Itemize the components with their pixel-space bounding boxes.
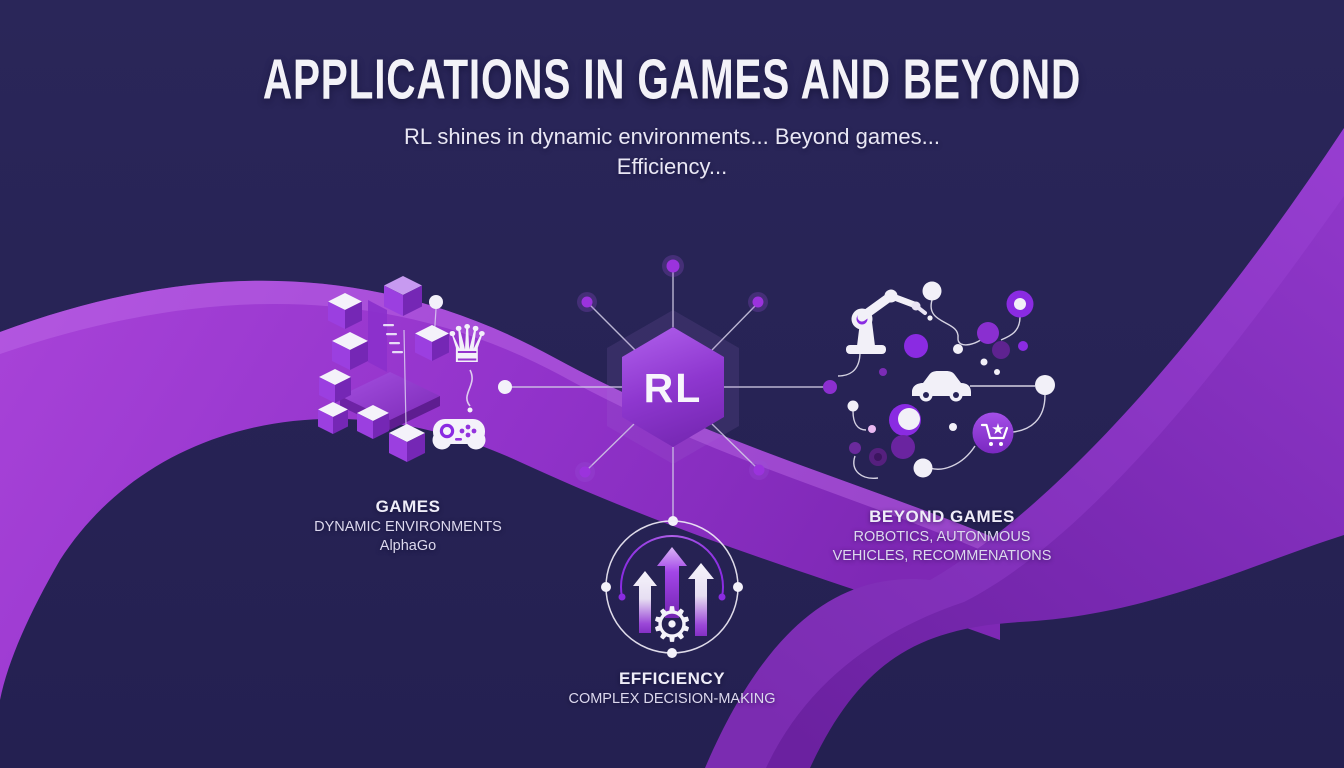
beyond-games-line-2: VEHICLES, RECOMMENATIONS	[832, 548, 1052, 564]
robot-arm-icon	[846, 289, 933, 354]
efficiency-line-1: COMPLEX DECISION-MAKING	[568, 691, 776, 707]
games-line-1: DYNAMIC ENVIRONMENTS	[314, 519, 502, 535]
arc-dot-left	[618, 593, 626, 601]
beyond-games-illustration: ★	[837, 281, 1055, 479]
network-bubbles	[847, 281, 1055, 478]
games-label: GAMES DYNAMIC ENVIRONMENTS AlphaGo	[258, 496, 558, 556]
subtitle-line-2: Efficiency...	[616, 154, 728, 179]
beyond-games-label: BEYOND GAMES ROBOTICS, AUTONMOUS VEHICLE…	[792, 506, 1092, 566]
efficiency-title: EFFICIENCY	[618, 669, 726, 688]
efficiency-label: EFFICIENCY COMPLEX DECISION-MAKING	[522, 668, 822, 709]
subtitle-line-1: RL shines in dynamic environments... Bey…	[403, 124, 940, 149]
hexagon-body	[622, 327, 724, 447]
car-icon	[912, 371, 971, 402]
rl-label: RL	[644, 365, 703, 411]
game-controller-icon	[432, 419, 486, 450]
games-title: GAMES	[375, 497, 441, 516]
network-node-dots	[498, 255, 837, 526]
cart-star: ★	[991, 420, 1004, 438]
games-line-2: AlphaGo	[379, 538, 437, 554]
efficiency-illustration: ⚙	[601, 520, 743, 658]
efficiency-arc	[620, 535, 724, 598]
beyond-games-title: BEYOND GAMES	[869, 507, 1015, 526]
beyond-games-line-1: ROBOTICS, AUTONMOUS	[853, 529, 1031, 545]
arc-dot-right	[718, 593, 726, 601]
iso-slab	[340, 372, 440, 430]
code-dashes	[383, 324, 403, 354]
isometric-cube-cluster	[318, 276, 449, 462]
left-wave-highlight	[0, 280, 1000, 558]
page-subtitle: RL shines in dynamic environments... Bey…	[0, 122, 1344, 182]
games-illustration: ♛	[318, 276, 490, 462]
efficiency-ring-dots	[601, 582, 743, 658]
shopping-cart-icon: ★	[972, 412, 1014, 454]
iso-panel	[368, 300, 387, 372]
rl-hexagon: RL	[607, 310, 739, 464]
right-swoosh	[705, 128, 1344, 768]
chess-queen-icon: ♛	[444, 315, 491, 375]
queen-squiggle-dot	[467, 407, 473, 413]
arrows-up-icon	[633, 547, 714, 636]
page-title: APPLICATIONS IN GAMES AND BEYOND	[262, 48, 1082, 112]
gear-icon: ⚙	[650, 597, 693, 653]
queen-squiggle	[466, 369, 473, 407]
network-spokes	[508, 272, 828, 519]
left-wave-ribbon	[0, 280, 1000, 700]
cube-connector-dot-top	[429, 295, 443, 309]
right-swoosh-highlight	[705, 128, 1344, 768]
circuit-lines	[837, 299, 1046, 479]
